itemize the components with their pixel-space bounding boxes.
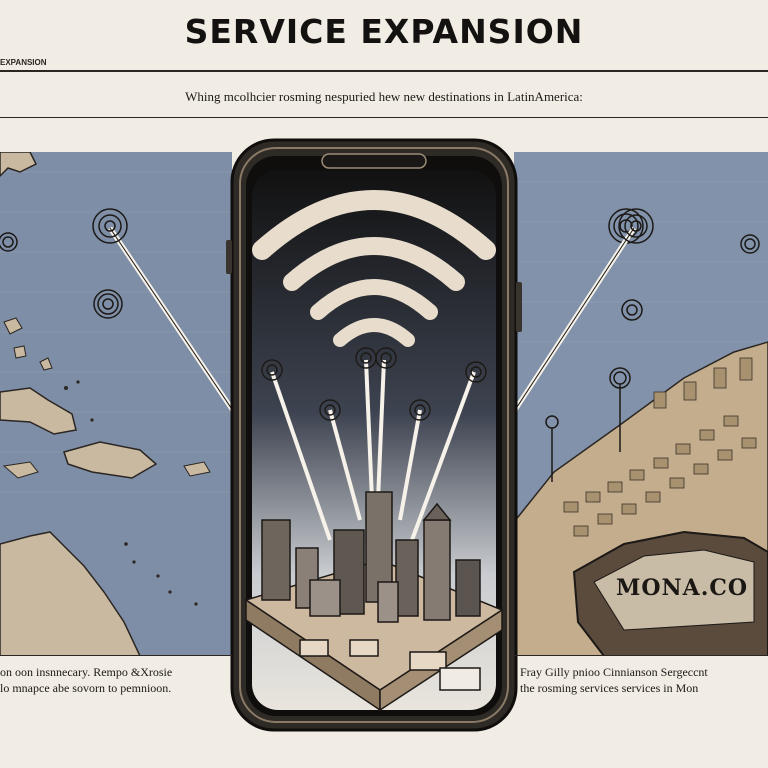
city-illustration bbox=[244, 491, 504, 712]
map-region-label: MONA.CO bbox=[616, 575, 749, 601]
right-caption-divider bbox=[514, 655, 768, 656]
left-caption: on oon insnnecary. Rempo &Xrosie lo mnap… bbox=[0, 664, 232, 696]
caribbean-map bbox=[0, 152, 232, 656]
top-divider bbox=[0, 70, 768, 72]
right-caption-line: Fray Gilly pnioo Cinnianson Sergeccnt bbox=[520, 665, 708, 679]
wifi-signal-icon bbox=[252, 190, 496, 347]
left-caption-line: lo mnapce abe sovorn to pemnioon. bbox=[0, 681, 172, 695]
page-subtitle: Whing mcolhcier rosming nespuried hew ne… bbox=[185, 89, 583, 104]
subtitle-divider bbox=[0, 117, 768, 118]
left-caption-line: on oon insnnecary. Rempo &Xrosie bbox=[0, 665, 173, 679]
right-caption: Fray Gilly pnioo Cinnianson Sergeccnt th… bbox=[520, 664, 768, 696]
left-map-panel bbox=[0, 152, 232, 656]
right-caption-line: the rosming services services in Mon bbox=[520, 681, 699, 695]
signal-tower-icon bbox=[92, 208, 654, 244]
page-title: SERVICE EXPANSION bbox=[184, 12, 584, 51]
left-caption-divider bbox=[0, 655, 232, 656]
section-tag: EXPANSION bbox=[0, 58, 47, 67]
